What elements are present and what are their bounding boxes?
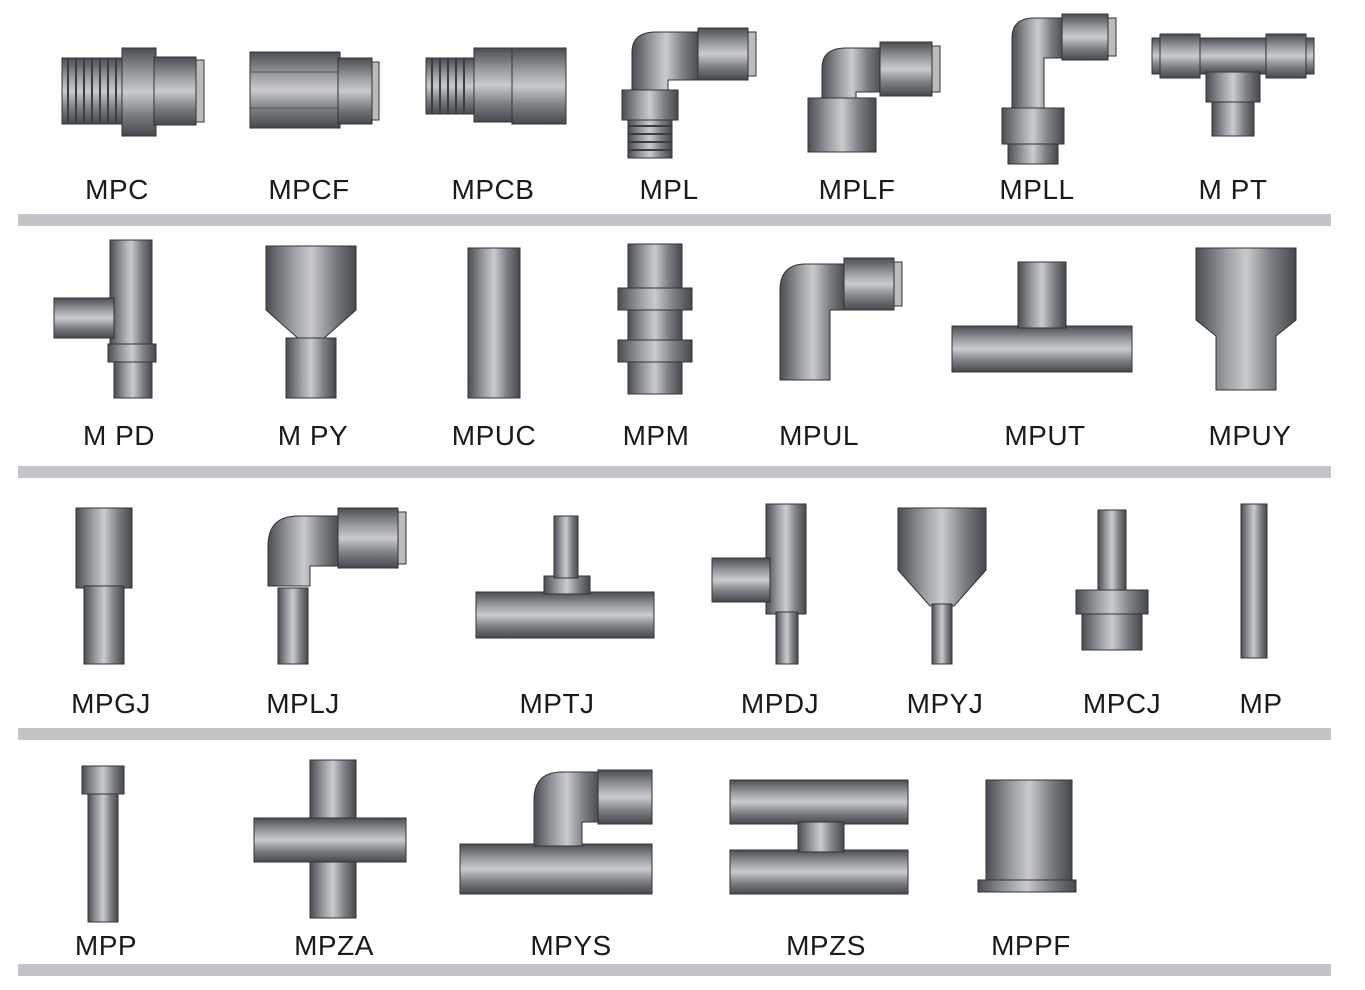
item-label: MPZA <box>294 930 374 961</box>
male-y-connector-icon <box>265 245 357 399</box>
straight-male-connector-icon <box>61 47 205 137</box>
union-straight-icon <box>467 247 521 399</box>
double-union-tee-icon <box>459 769 653 895</box>
item-label: MPPF <box>991 930 1071 961</box>
male-elbow-icon <box>621 27 757 159</box>
female-elbow-icon <box>807 41 941 153</box>
row-divider <box>18 728 1331 740</box>
union-elbow-icon <box>779 257 903 381</box>
row-divider <box>18 964 1331 976</box>
bulkhead-connector-icon <box>425 47 567 125</box>
male-branch-tee-icon <box>1151 33 1315 137</box>
item-label: MPZS <box>786 930 866 961</box>
bulkhead-panel-fitting-icon <box>977 779 1077 893</box>
hose-barb-connector-icon <box>1075 509 1149 651</box>
cross-connector-icon <box>253 759 407 919</box>
item-label: MPUT <box>1004 420 1086 451</box>
item-label: MPYJ <box>906 688 984 719</box>
item-label: MPUL <box>779 420 859 451</box>
item-label: MPP <box>74 930 138 961</box>
plug-in-elbow-icon <box>267 507 407 665</box>
item-label: MPGJ <box>71 688 151 719</box>
plug-in-reducer-icon <box>75 507 133 665</box>
row-divider <box>18 214 1331 226</box>
item-label: MPCJ <box>1082 688 1162 719</box>
item-label: MPL <box>639 174 699 205</box>
row-divider <box>18 466 1331 478</box>
item-label: MPDJ <box>740 688 820 719</box>
item-label: M PY <box>277 420 349 451</box>
male-run-tee-icon <box>53 239 157 399</box>
item-label: MPLJ <box>266 688 340 719</box>
item-label: MPTJ <box>519 688 595 719</box>
item-label: MPCF <box>268 174 350 205</box>
item-label: MPCB <box>451 174 535 205</box>
plug-in-tee-icon <box>475 515 655 639</box>
item-label: M PD <box>83 420 155 451</box>
item-label: MPC <box>85 174 149 205</box>
item-label: MPUC <box>451 420 537 451</box>
plug-in-run-tee-icon <box>711 503 807 665</box>
item-label: MPLF <box>818 174 896 205</box>
union-y-icon <box>1195 247 1297 391</box>
plug-icon <box>81 765 125 923</box>
item-label: MPM <box>622 420 690 451</box>
blanking-plug-icon <box>1240 503 1268 659</box>
union-tee-icon <box>951 261 1133 373</box>
item-label: M PT <box>1198 174 1268 205</box>
item-label: MPYS <box>530 930 612 961</box>
straight-female-connector-icon <box>249 51 380 129</box>
item-label: MPUY <box>1208 420 1292 451</box>
long-swivel-elbow-icon <box>1001 13 1117 165</box>
item-label: MPLL <box>999 174 1075 205</box>
h-connector-icon <box>729 779 909 895</box>
item-label: MP <box>1239 688 1283 719</box>
bulkhead-union-icon <box>617 243 693 395</box>
plug-in-y-icon <box>897 507 987 665</box>
